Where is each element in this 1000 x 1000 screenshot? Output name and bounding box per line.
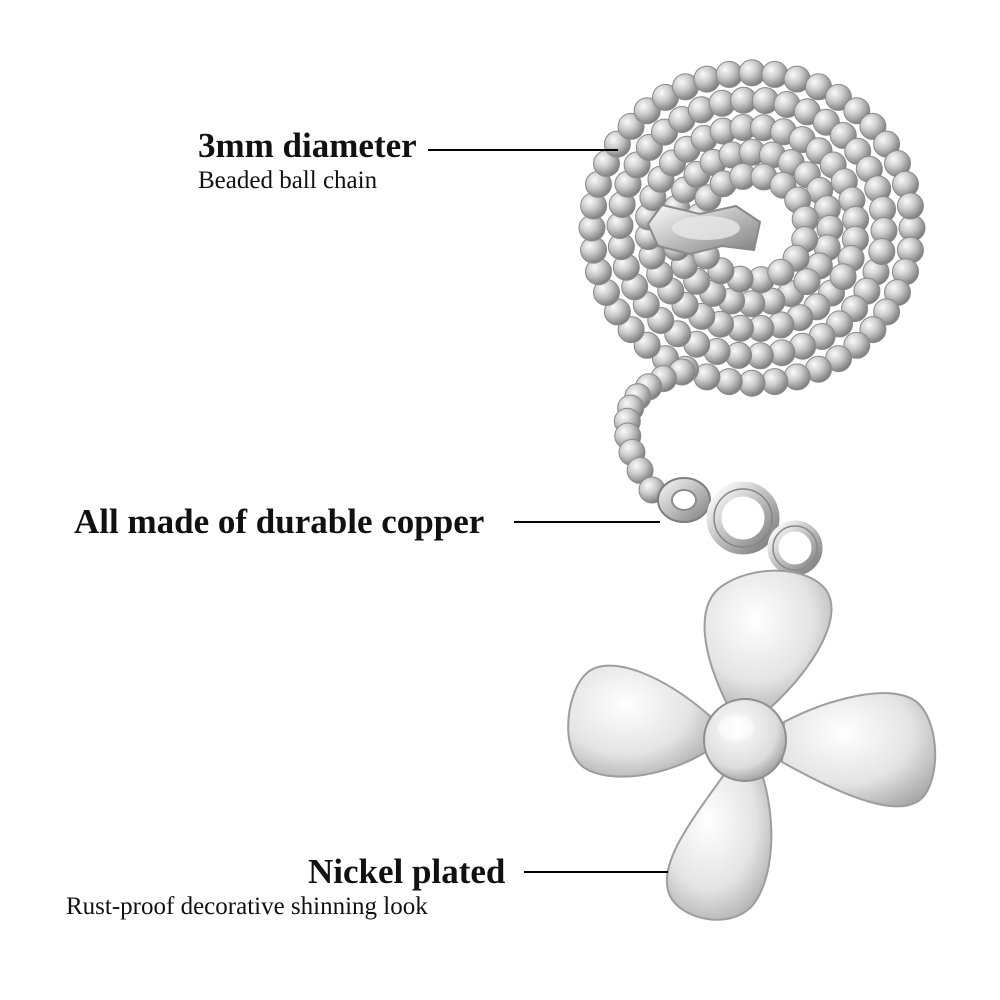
- leader-line-finish: [524, 871, 668, 873]
- callout-material-title: All made of durable copper: [74, 502, 485, 541]
- chain-connector-clasp: [646, 203, 762, 256]
- chain-bead: [761, 60, 789, 88]
- chain-bead: [626, 456, 654, 484]
- chain-bead: [715, 368, 743, 396]
- callout-chain-title: 3mm diameter: [198, 126, 417, 165]
- callout-chain-subtitle: Beaded ball chain: [198, 167, 378, 194]
- callout-finish-subtitle: Rust-proof decorative shinning look: [66, 893, 428, 920]
- chain-bead: [693, 65, 721, 93]
- leader-line-material: [514, 521, 660, 523]
- ball-chain-tail: [613, 358, 696, 504]
- chain-bead: [633, 97, 661, 125]
- chain-bead: [868, 238, 896, 265]
- chain-bead: [738, 369, 766, 397]
- callout-chain: 3mm diameter Beaded ball chain: [198, 126, 417, 196]
- chain-bead: [715, 60, 743, 88]
- chain-bead: [829, 263, 857, 291]
- fan-propeller-pendant: [567, 569, 937, 921]
- chain-bead: [793, 268, 821, 296]
- connector-rings: [657, 477, 823, 576]
- chain-bead: [896, 192, 924, 220]
- callout-material: All made of durable copper: [74, 502, 484, 542]
- chain-bead: [843, 331, 871, 359]
- chain-bead: [738, 59, 766, 87]
- chain-bead: [761, 368, 789, 396]
- chain-bead: [825, 83, 852, 111]
- chain-bead: [767, 258, 795, 286]
- ball-chain-coil: [578, 59, 926, 397]
- callout-finish: Nickel plated Rust-proof decorative shin…: [66, 852, 505, 922]
- leader-line-chain: [428, 149, 618, 151]
- chain-bead: [783, 363, 811, 391]
- callout-finish-title: Nickel plated: [308, 852, 506, 891]
